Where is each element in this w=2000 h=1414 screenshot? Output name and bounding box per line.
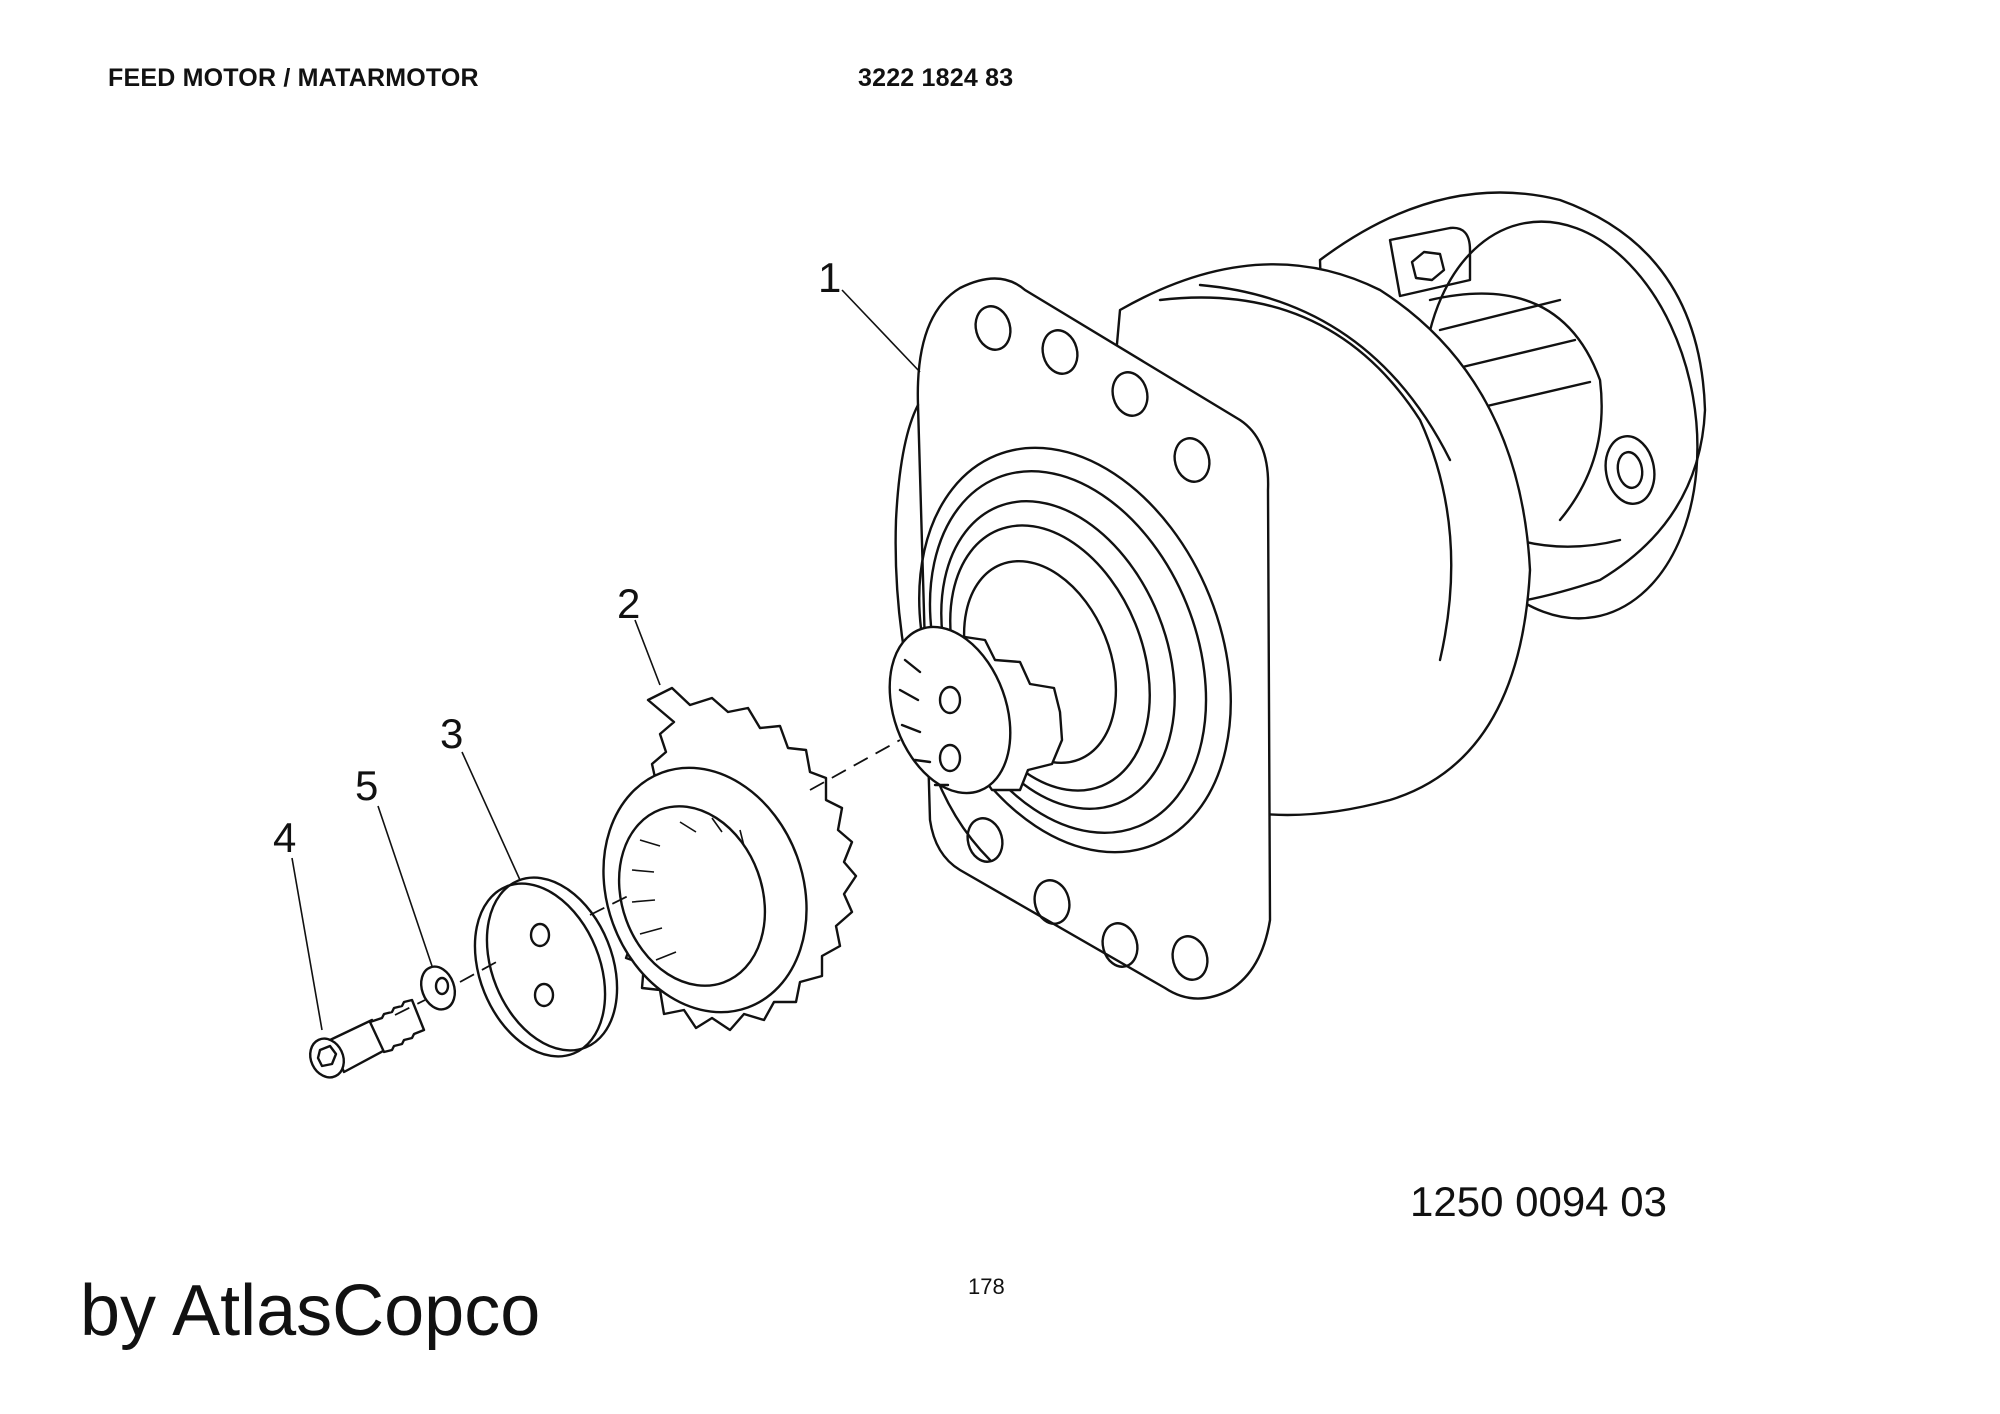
feed-motor-part-1	[888, 191, 1707, 1000]
callout-2: 2	[617, 580, 640, 627]
figure-number: 1250 0094 03	[1410, 1178, 1667, 1225]
brand-watermark: by AtlasCopco	[80, 1271, 541, 1351]
page-number: 178	[968, 1274, 1005, 1299]
socket-screw-part-4	[309, 998, 426, 1079]
leader-lines	[291, 289, 921, 1031]
retaining-plate-part-3	[473, 876, 619, 1058]
lock-washer-part-5	[419, 965, 457, 1011]
callout-1: 1	[818, 254, 841, 301]
callout-3: 3	[440, 710, 463, 757]
callout-5: 5	[355, 762, 378, 809]
callout-4: 4	[273, 814, 296, 861]
spur-gear-part-2	[602, 686, 858, 1032]
document-number: 3222 1824 83	[858, 64, 1014, 92]
drawing-title: FEED MOTOR / MATARMOTOR	[108, 64, 479, 92]
